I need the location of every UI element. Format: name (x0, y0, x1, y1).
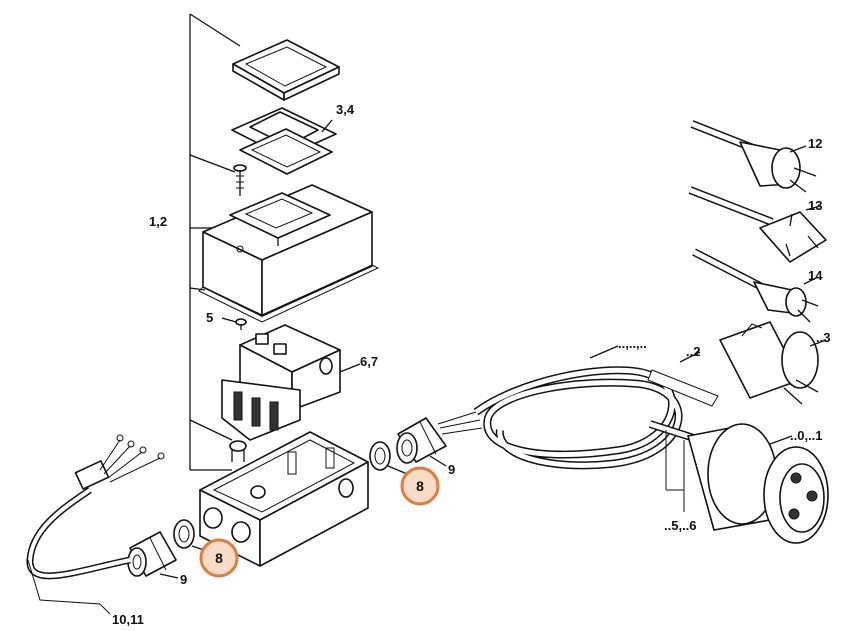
label-0-1: ..0,..1 (790, 428, 823, 443)
label-cable-top: ..,..,.. (618, 336, 647, 351)
plug-12 (690, 120, 817, 193)
clamp (229, 440, 247, 462)
highlight-marker-8-right[interactable]: 8 (400, 466, 440, 506)
switch-assembly (221, 324, 361, 441)
window-gasket (231, 107, 337, 175)
cover-frame (232, 39, 340, 101)
label-1-2: 1,2 (149, 214, 167, 229)
industrial-plug (648, 420, 829, 544)
cable-gland-left (127, 531, 179, 579)
highlight-marker-8-left[interactable]: 8 (199, 538, 239, 578)
label-9-left: 9 (180, 572, 187, 587)
angled-plug (647, 321, 827, 407)
label-6-7: 6,7 (360, 354, 378, 369)
bracket-lines (189, 13, 241, 471)
coiled-cable (473, 345, 683, 470)
cable-gland-right (396, 411, 483, 467)
label-5: 5 (206, 310, 213, 325)
label-12: 12 (808, 136, 822, 151)
label-13: 13 (808, 198, 822, 213)
label-8-left: 8 (215, 550, 223, 566)
label-3: ..3 (816, 330, 830, 345)
small-screw (221, 317, 247, 330)
label-plug-cable: ..5,..6 (664, 518, 697, 533)
plug-13 (688, 186, 827, 263)
lead-wire (26, 434, 165, 615)
housing (198, 184, 380, 323)
base-box (199, 431, 369, 567)
label-2: ..2 (686, 344, 700, 359)
label-14: 14 (808, 268, 823, 283)
screw (233, 164, 247, 196)
plug-14 (692, 248, 819, 323)
label-9-right: 9 (448, 462, 455, 477)
label-10-11: 10,11 (112, 612, 144, 627)
label-3-4: 3,4 (336, 102, 355, 117)
label-8-right: 8 (416, 478, 424, 494)
